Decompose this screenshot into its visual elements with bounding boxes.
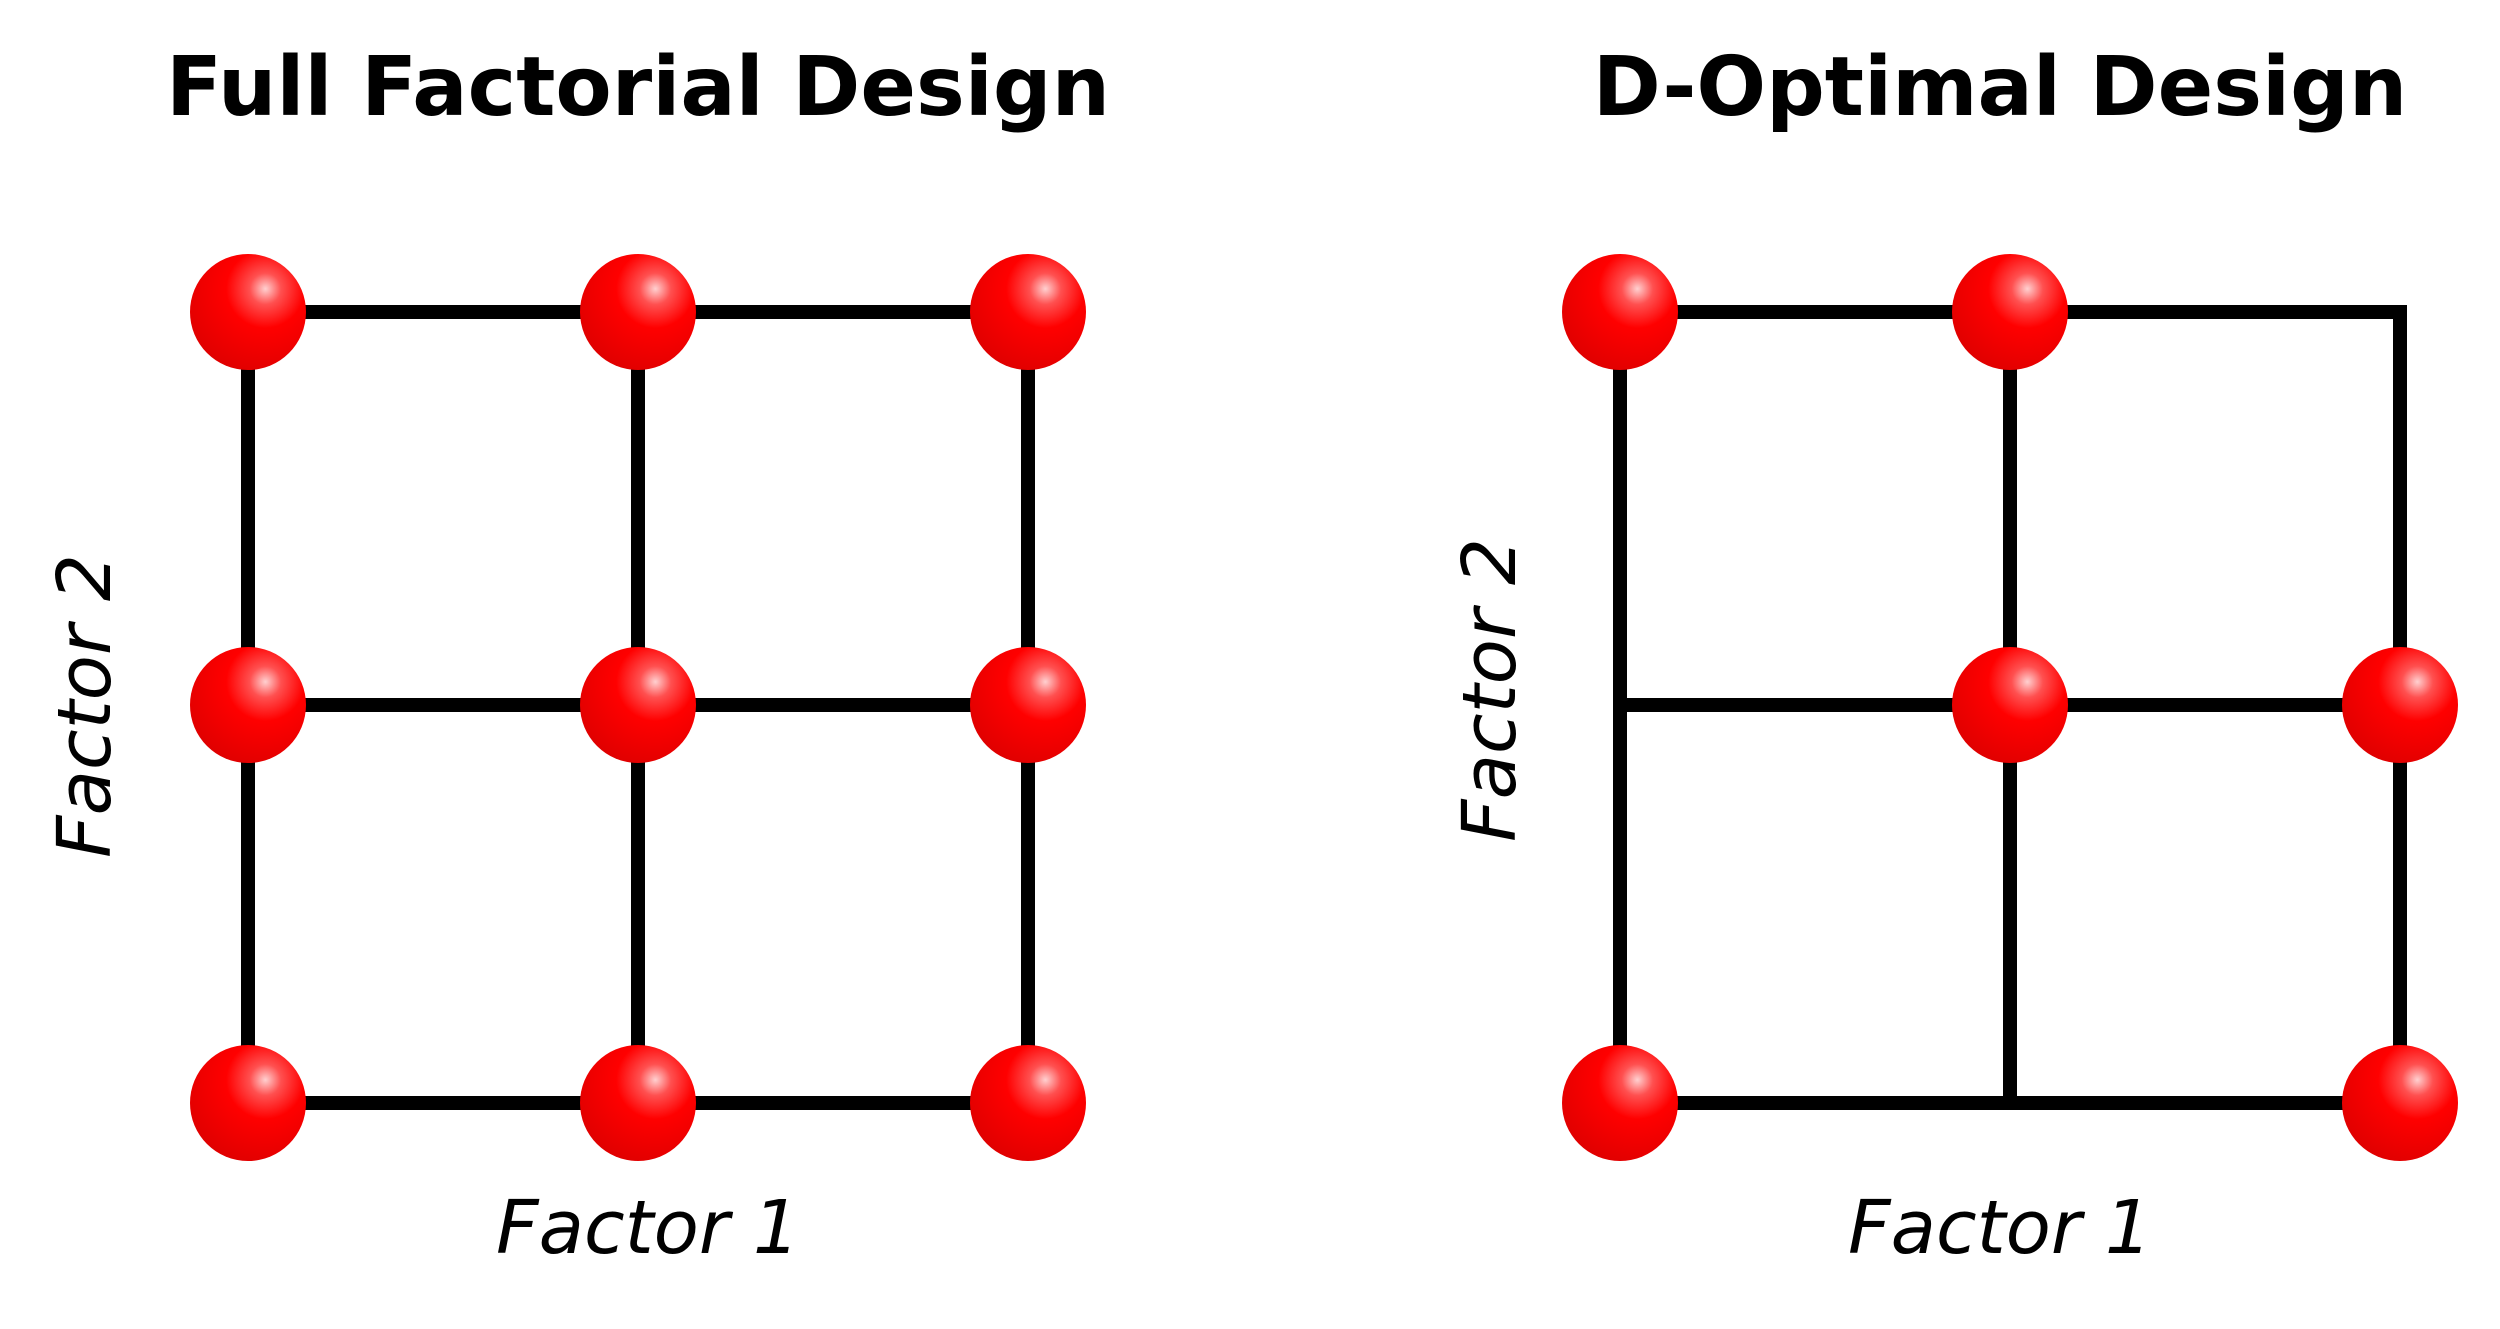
design-point-icon: [1562, 1045, 1678, 1161]
full-factorial-grid: [190, 254, 1086, 1161]
x-axis-label: Factor 1: [1848, 1185, 2152, 1271]
design-point-icon: [2342, 1045, 2458, 1161]
design-point-icon: [580, 647, 696, 763]
design-point-icon: [2342, 647, 2458, 763]
y-axis-label: Factor 2: [1447, 538, 1533, 842]
design-point-icon: [970, 254, 1086, 370]
panel-title: Full Factorial Design: [166, 40, 1110, 135]
design-point-icon: [970, 647, 1086, 763]
d-optimal-panel: D-Optimal Design Factor 1 Factor 2: [1250, 0, 2500, 1329]
design-point-icon: [580, 1045, 696, 1161]
design-point-icon: [190, 1045, 306, 1161]
design-point-icon: [1952, 647, 2068, 763]
design-point-icon: [190, 647, 306, 763]
y-axis-label: Factor 2: [42, 554, 128, 858]
design-point-icon: [1562, 254, 1678, 370]
design-point-icon: [1952, 254, 2068, 370]
full-factorial-panel: Full Factorial Design Factor 1 Factor 2: [42, 40, 1110, 1271]
d-optimal-grid: [1562, 254, 2458, 1161]
panel-title: D-Optimal Design: [1592, 40, 2408, 135]
design-point-icon: [190, 254, 306, 370]
x-axis-label: Factor 1: [496, 1185, 800, 1271]
design-point-icon: [970, 1045, 1086, 1161]
design-point-icon: [580, 254, 696, 370]
